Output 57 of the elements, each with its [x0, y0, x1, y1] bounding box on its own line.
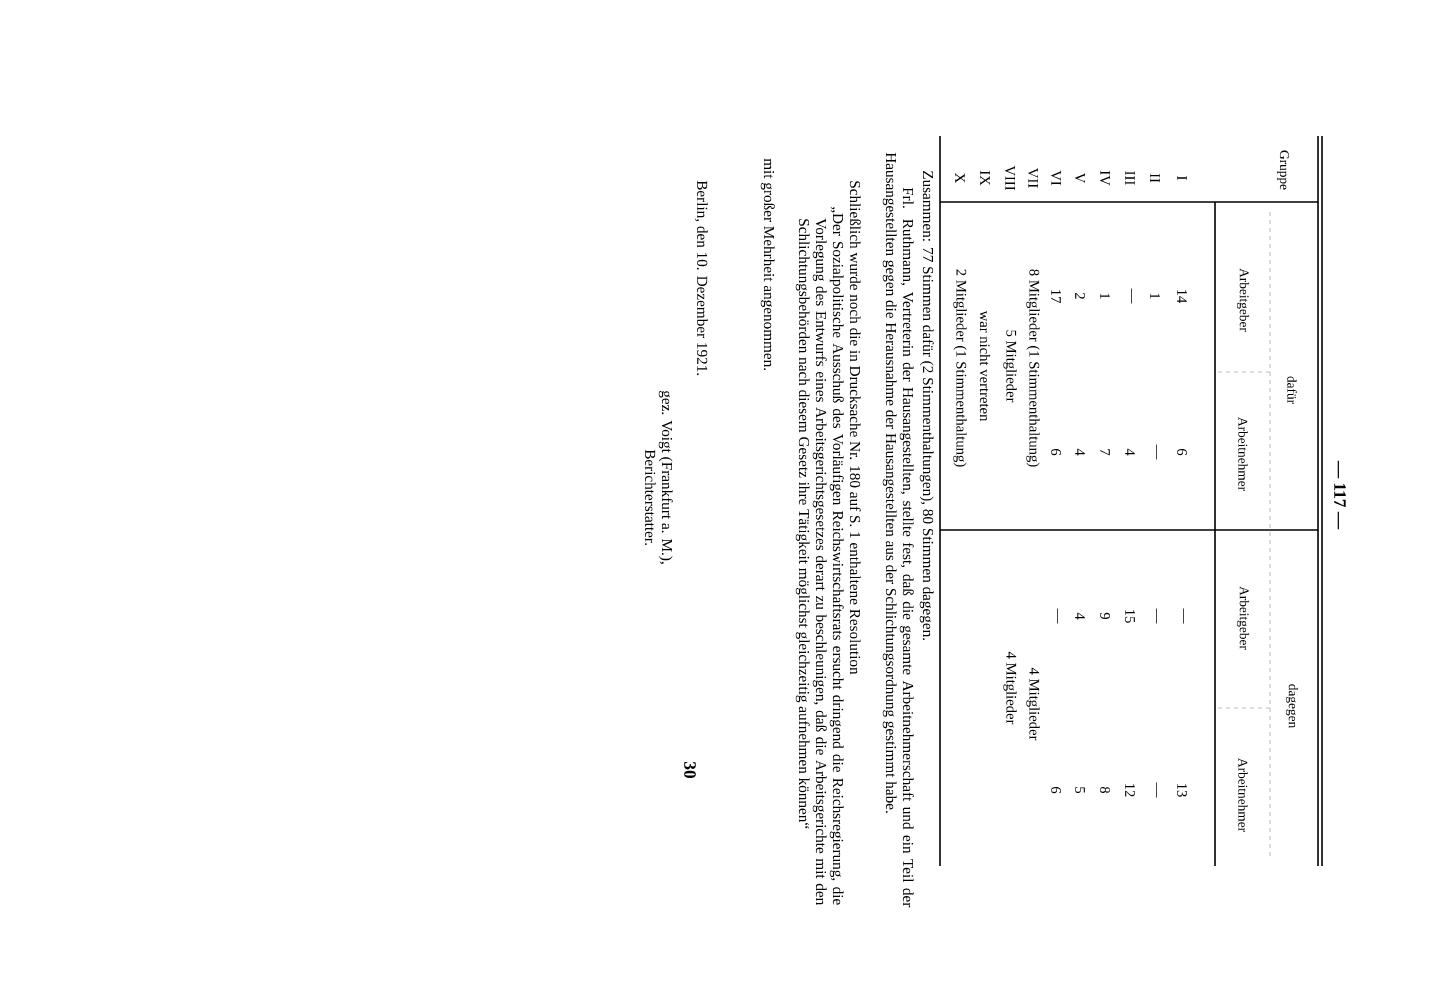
table-cell: 4 [1075, 612, 1085, 620]
row-label: V [1075, 172, 1085, 184]
table-cell: — [1183, 608, 1184, 624]
column-header: dagegen [1285, 684, 1299, 728]
date-line: Berlin, den 10. Dezember 1921. [694, 180, 708, 376]
table-cell: 14 [1177, 289, 1187, 304]
column-header: Gruppe [1277, 150, 1289, 190]
paragraph: Schließlich wurde noch die in Drucksache Nr. 180 auf S. 1 enthaltene Resolution [849, 181, 861, 675]
column-header: Arbeitgeber [1236, 586, 1250, 650]
table-cell: 7 [1100, 449, 1110, 456]
quote-paragraph: „Der Sozialpolitische Ausschuß des Vorläufigen Reichswirtschaftsrats ersucht dringend die Reichsregierung, die Vorlegung des Entwurfs eines Arbeitsgerichtsgesetzes derart zu beschleunigen, daß die Arbeitsgerichte mit den Schlichtungsbehörden nach diesem Gesetz ihre Tätigkeit möglichst gleichzeitig aufnehmen können“ [795, 206, 844, 906]
column-header: Arbeitnehmer [1238, 417, 1248, 491]
table-cell: 8 Mitglieder (1 Stimmenthaltung) [1026, 269, 1040, 467]
table-cell: — [1156, 782, 1157, 798]
paragraph: mit großer Mehrheit angenommen. [760, 158, 775, 371]
row-label: II [1150, 173, 1160, 183]
page-number: — 117 — [1334, 460, 1346, 530]
table-cell: 12 [1125, 783, 1135, 797]
row-label: IV [1100, 170, 1110, 186]
table-cell: 9 [1100, 612, 1110, 620]
signature: gez. Voigt (Frankfurt a. M.), [658, 390, 673, 564]
table-cell: 1 [1150, 293, 1160, 299]
table-cell: 8 [1100, 786, 1110, 794]
table-cell: 1 [1100, 293, 1110, 299]
signature-title: Berichterstatter. [645, 449, 656, 545]
table-cell: war nicht vertreten [979, 310, 991, 422]
table-cell: 4 [1125, 448, 1135, 456]
table-cell: 4 Mitglieder [1003, 651, 1017, 725]
table-cell: 6 [1051, 786, 1061, 794]
table-cell: 17 [1051, 289, 1061, 303]
table-cell: 2 [1075, 293, 1085, 299]
table-cell: 13 [1177, 783, 1187, 797]
paragraph: Frl. Ruthmann, Vertreterin der Hausangestellten, stellte fest, daß die gesamte Arbeitnehmerschaft und ein Teil der Hausangestellten gegen die Herausnahme der Hausangestellten aus der Schlichtungsordnung gestimmt habe. [882, 152, 914, 908]
row-label: IX [980, 170, 990, 186]
table-cell: 4 Mitglieder [1026, 667, 1040, 741]
row-label: VII [1028, 168, 1038, 188]
page-number: 30 [684, 762, 696, 778]
table-cell: — [1156, 444, 1157, 460]
table-cell: — [1131, 288, 1132, 304]
table-cell: — [1156, 608, 1157, 624]
table-cell: 5 [1075, 787, 1085, 794]
table-cell: 2 Mitglieder (1 Stimmenthaltung) [953, 269, 967, 467]
column-header: Arbeitgeber [1236, 268, 1250, 332]
row-label: VI [1051, 170, 1061, 186]
row-label: III [1125, 171, 1135, 185]
table-cell: 6 [1051, 448, 1061, 456]
column-header: dafür [1287, 376, 1297, 404]
row-label: X [955, 173, 965, 184]
column-header: Arbeitnehmer [1238, 758, 1248, 832]
table-cell: 4 [1075, 448, 1085, 456]
paragraph: Zusammen: 77 Stimmen dafür (2 Stimmenthaltungen), 80 Stimmen dagegen. [919, 171, 934, 641]
row-label: VIII [1005, 165, 1015, 191]
table-cell: 15 [1125, 609, 1135, 623]
table-cell: — [1057, 608, 1058, 624]
table-cell: 5 Mitglieder [1003, 330, 1017, 403]
row-label: I [1177, 176, 1187, 180]
table-cell: 6 [1177, 448, 1187, 456]
